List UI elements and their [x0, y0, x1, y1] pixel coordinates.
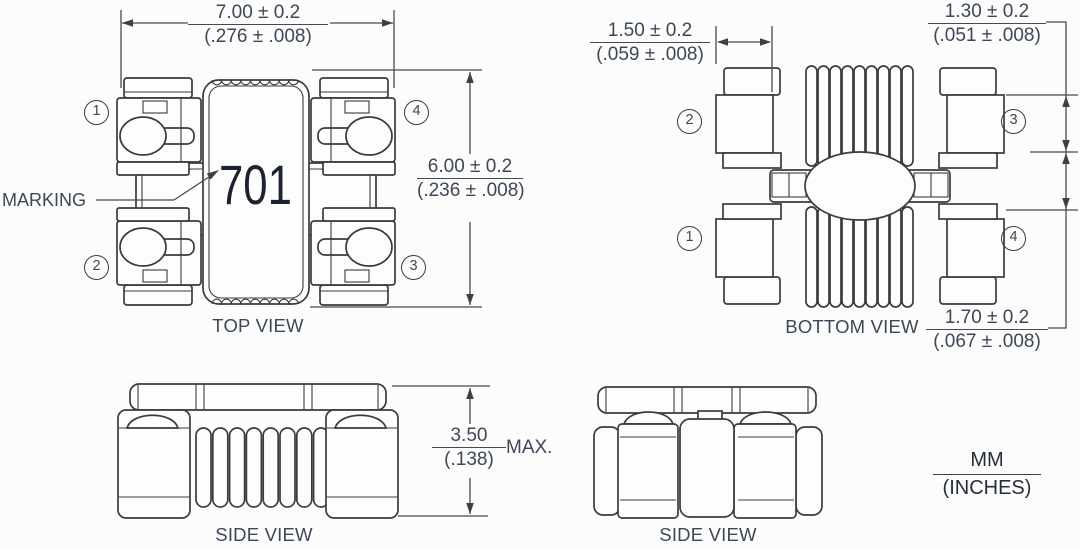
top-plate	[597, 386, 817, 414]
units-legend: MM (INCHES)	[933, 448, 1041, 501]
pin-number-badge: 2	[84, 255, 109, 280]
pad-gap-dimension: 1.70 ± 0.2 (.067 ± .008)	[926, 307, 1048, 352]
side-view-left-label: SIDE VIEW	[215, 524, 313, 545]
core-ellipse	[804, 151, 916, 221]
dimension-inches: (.276 ± .008)	[204, 26, 312, 47]
dimension-mm: 7.00 ± 0.2	[188, 2, 328, 25]
top-view-terminal	[116, 77, 202, 176]
dimension-inches: (.236 ± .008)	[417, 180, 525, 201]
coil-winding-top	[805, 65, 914, 167]
units-secondary: (INCHES)	[942, 477, 1032, 499]
dimension-mm: 1.70 ± 0.2	[926, 307, 1048, 330]
coil-winding-side	[195, 427, 330, 508]
top-plate	[129, 383, 387, 411]
pad-length-gap-dimension-lines	[1006, 21, 1078, 329]
pin-number-badge: 2	[677, 109, 702, 134]
top-view-body-center	[202, 79, 310, 305]
bottom-view-label: BOTTOM VIEW	[785, 316, 919, 337]
left-terminal-block	[617, 423, 679, 519]
marking-value: 701	[219, 153, 292, 216]
left-terminal-block	[117, 409, 191, 519]
bottom-view-drawing	[715, 21, 1078, 329]
right-terminal-block	[733, 423, 797, 519]
top-view-drawing	[96, 10, 482, 308]
dimension-inches: (.138)	[444, 449, 494, 470]
pin-number-badge: 4	[1001, 226, 1026, 251]
units-primary: MM	[933, 448, 1041, 475]
marking-label: MARKING	[2, 190, 87, 210]
dimension-mm: 6.00 ± 0.2	[417, 156, 523, 179]
pin-number-badge: 4	[404, 100, 429, 125]
top-height-dimension: 6.00 ± 0.2 (.236 ± .008)	[417, 156, 525, 201]
coil-winding-bottom	[805, 206, 914, 308]
marking-leader-line	[96, 174, 213, 201]
coil-scallops-bottom	[211, 298, 299, 305]
pin-number-badge: 1	[84, 100, 109, 125]
pin-number-badge: 1	[677, 226, 702, 251]
dimension-inches: (.051 ± .008)	[933, 25, 1041, 46]
max-qualifier-label: MAX.	[506, 437, 553, 458]
top-view-label: TOP VIEW	[212, 315, 304, 336]
right-terminal-block	[325, 409, 399, 519]
dimension-mm: 3.50	[432, 425, 506, 448]
top-height-dimension-lines	[310, 69, 482, 308]
coil-scallops-top	[211, 79, 299, 86]
top-width-dimension: 7.00 ± 0.2 (.276 ± .008)	[188, 2, 328, 47]
max-height-dimension: 3.50 (.138)	[432, 425, 506, 470]
dimension-inches: (.059 ± .008)	[596, 44, 704, 65]
center-core-block	[679, 418, 735, 518]
pin-number-badge: 3	[401, 255, 426, 280]
side-view-left-drawing	[117, 383, 490, 519]
side-view-right-drawing	[593, 386, 823, 519]
pad-offset-dimension: 1.50 ± 0.2 (.059 ± .008)	[590, 20, 710, 65]
wire-loop	[119, 116, 167, 156]
dimension-mm: 1.50 ± 0.2	[590, 20, 710, 43]
pad-length-dimension: 1.30 ± 0.2 (.051 ± .008)	[928, 1, 1046, 46]
pin-number-badge: 3	[1001, 109, 1026, 134]
dimension-inches: (.067 ± .008)	[933, 331, 1041, 352]
side-view-right-label: SIDE VIEW	[659, 524, 757, 545]
bottom-view-terminal	[715, 67, 782, 169]
dimension-mm: 1.30 ± 0.2	[928, 1, 1046, 24]
